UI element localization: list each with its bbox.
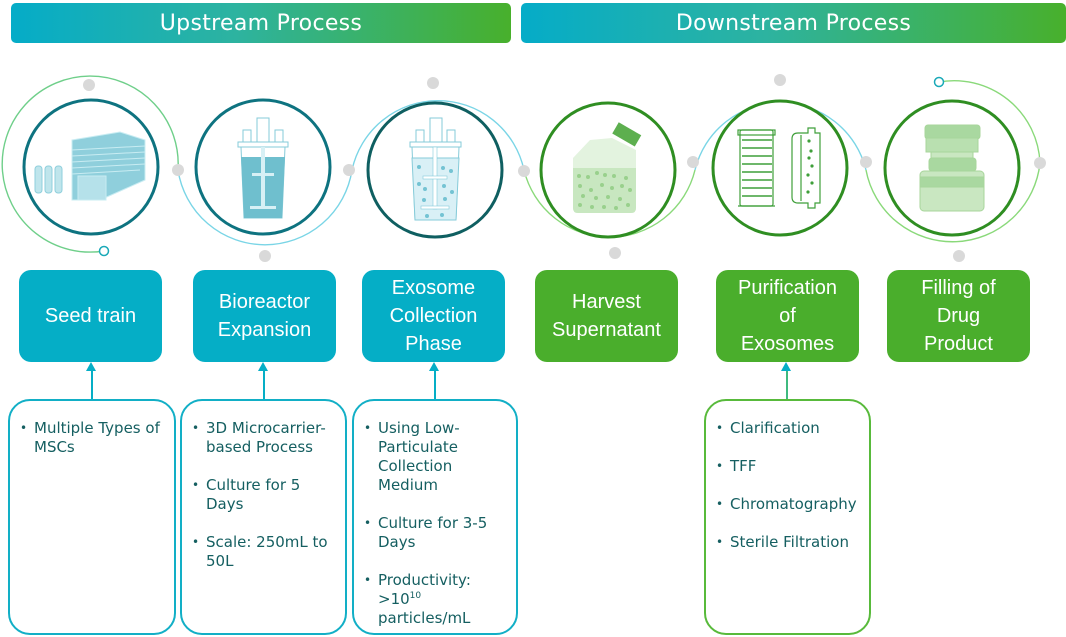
stage-seed-train: Seed train [19,270,162,362]
outer-arc-1 [1,75,179,253]
stage-filling-of-drug-product: Filling of Drug Product [887,270,1030,362]
downstream-process-banner: Downstream Process [521,3,1066,43]
detail-item: Culture for 5 Days [192,476,337,514]
connector-line [91,370,93,400]
chromatography-column-icon [737,127,821,209]
outer-arc-7 [938,79,1041,164]
arrow-up-icon [86,362,96,371]
upstream-process-banner: Upstream Process [11,3,511,43]
detail-item: Culture for 3-5 Days [364,514,508,552]
start-node [98,245,110,257]
harvest-bottle-icon [573,122,642,213]
detail-item: TFF [716,457,861,476]
node [83,79,95,91]
node [427,77,439,89]
productivity-prefix: >10 [378,590,410,608]
productivity-label: Productivity: [378,571,471,589]
outer-arc-6 [865,162,1041,243]
outer-arc-3 [351,100,525,171]
end-node [933,76,945,88]
details-exosome-collection: Using Low-Particulate Collection Medium … [352,399,518,635]
node [259,250,271,262]
connector-line [434,370,436,400]
detail-item: Multiple Types of MSCs [20,419,166,457]
detail-item: Using Low-Particulate Collection Medium [364,419,508,495]
details-seed-train: Multiple Types of MSCs [8,399,176,635]
arrow-up-icon [429,362,439,371]
detail-item: Scale: 250mL to 50L [192,533,337,571]
productivity-exponent: 10 [409,591,422,601]
icon-ring-5 [711,99,849,237]
connector-line [786,370,788,400]
arrow-up-icon [258,362,268,371]
drug-product-vial-icon [919,124,985,212]
arrow-up-icon [781,362,791,371]
stage-purification-of-exosomes: Purification of Exosomes [716,270,859,362]
cell-culture-flasks-icon [34,131,146,201]
details-bioreactor-expansion: 3D Microcarrier-based Process Culture fo… [180,399,347,635]
process-rings [1,74,1046,262]
detail-item-productivity: Productivity: >1010 particles/mL [364,571,508,628]
detail-item: Chromatography [716,495,861,514]
bioreactor-with-particles-icon [409,117,462,221]
node [774,74,786,86]
stage-exosome-collection-phase: Exosome Collection Phase [362,270,505,362]
stage-harvest-supernatant: Harvest Supernatant [535,270,678,362]
detail-item: Clarification [716,419,861,438]
productivity-unit: particles/mL [378,609,471,627]
outer-arc-2 [177,169,353,246]
details-purification: Clarification TFF Chromatography Sterile… [704,399,871,635]
bioreactor-icon [237,117,289,219]
node [687,156,699,168]
node [343,164,355,176]
node [953,250,965,262]
node [609,247,621,259]
node [860,156,872,168]
node [1034,157,1046,169]
node [518,165,530,177]
detail-item: Sterile Filtration [716,533,861,552]
stage-bioreactor-expansion: Bioreactor Expansion [193,270,336,362]
node [172,164,184,176]
connector-line [263,370,265,400]
detail-item: 3D Microcarrier-based Process [192,419,337,457]
